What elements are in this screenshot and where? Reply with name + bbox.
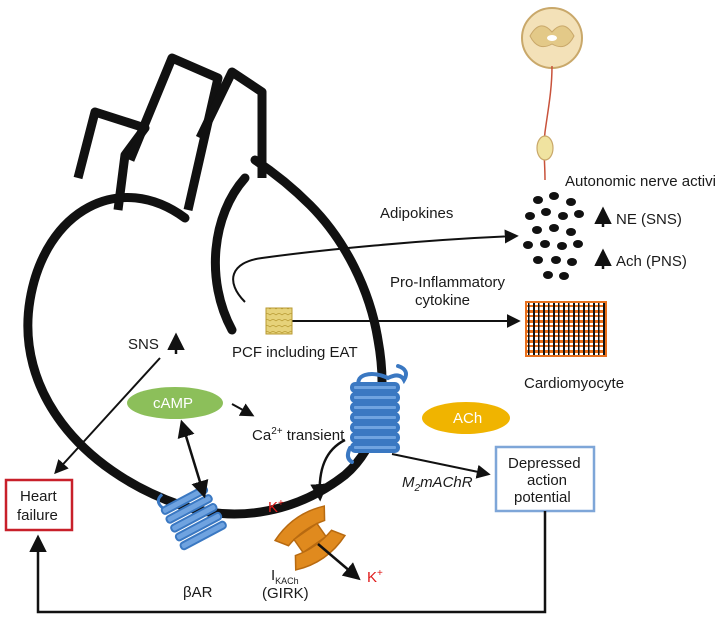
pcf-including-eat-label: PCF including EAT [232,344,358,361]
ikach-label: IKACh [271,567,299,586]
ach-pns-label: Ach (PNS) [616,253,687,270]
camp-node [127,387,223,419]
m2machr-label: M2mAChR [402,474,473,494]
heart-vessel-middle [125,53,223,211]
ca-transient-label: Ca2+ transient [252,426,345,444]
beta-ar-camp-arrow [177,419,209,499]
adipokines-arrow [232,229,519,303]
ach-label: ACh [453,410,482,427]
depressed-action-potential-box [494,445,596,513]
cardiomyocyte-icon [525,301,607,357]
camp-to-ca-arrow [231,403,255,417]
ach-node [422,402,510,434]
pro-inflammatory-label-line2: cytokine [415,292,470,309]
ikach-channel-icon [273,505,347,571]
heart [23,53,387,519]
depressed-label-line1: Depressed [508,455,581,472]
adipokines-label: Adipokines [380,205,453,222]
k-efflux-arrow [317,543,361,581]
k-outside-label: K+ [367,568,383,586]
beta-ar-receptor-icon [156,485,227,551]
heart-failure-box [4,478,74,532]
camp-label: cAMP [153,395,193,412]
heart-vessel-right [195,67,267,178]
girk-label: (GIRK) [262,585,309,602]
depressed-label-line3: potential [514,489,571,506]
autonomic-ganglion-icon [536,135,554,161]
sns-label: SNS [128,336,159,353]
pcf-fat-icon [265,307,293,335]
beta-ar-label: βAR [183,584,213,601]
receptor-to-channel-arrow [310,438,346,502]
autonomic-nerve-fiber [543,65,553,181]
depressed-label-line2: action [527,472,567,489]
receptor-to-ap-arrow [391,453,491,479]
pro-inflammatory-label-line1: Pro-Inflammatory [390,274,506,291]
sns-to-heart-failure-arrow [54,357,161,475]
k-inside-label: K+ [268,498,284,516]
heart-failure-label-line2: failure [17,507,58,524]
neurotransmitter-vesicles [523,192,584,280]
cardiomyocyte-label: Cardiomyocyte [524,375,624,392]
heart-inner-wall [210,173,250,335]
autonomic-nerve-activity-label: Autonomic nerve activity [565,173,716,190]
heart-failure-label-line1: Heart [20,488,58,505]
heart-outline [23,155,387,519]
m2machr-receptor-icon [345,364,408,464]
ne-sns-label: NE (SNS) [616,211,682,228]
spinal-cord-cross-section-icon [521,7,583,69]
feedback-loop-arrow [29,511,547,614]
